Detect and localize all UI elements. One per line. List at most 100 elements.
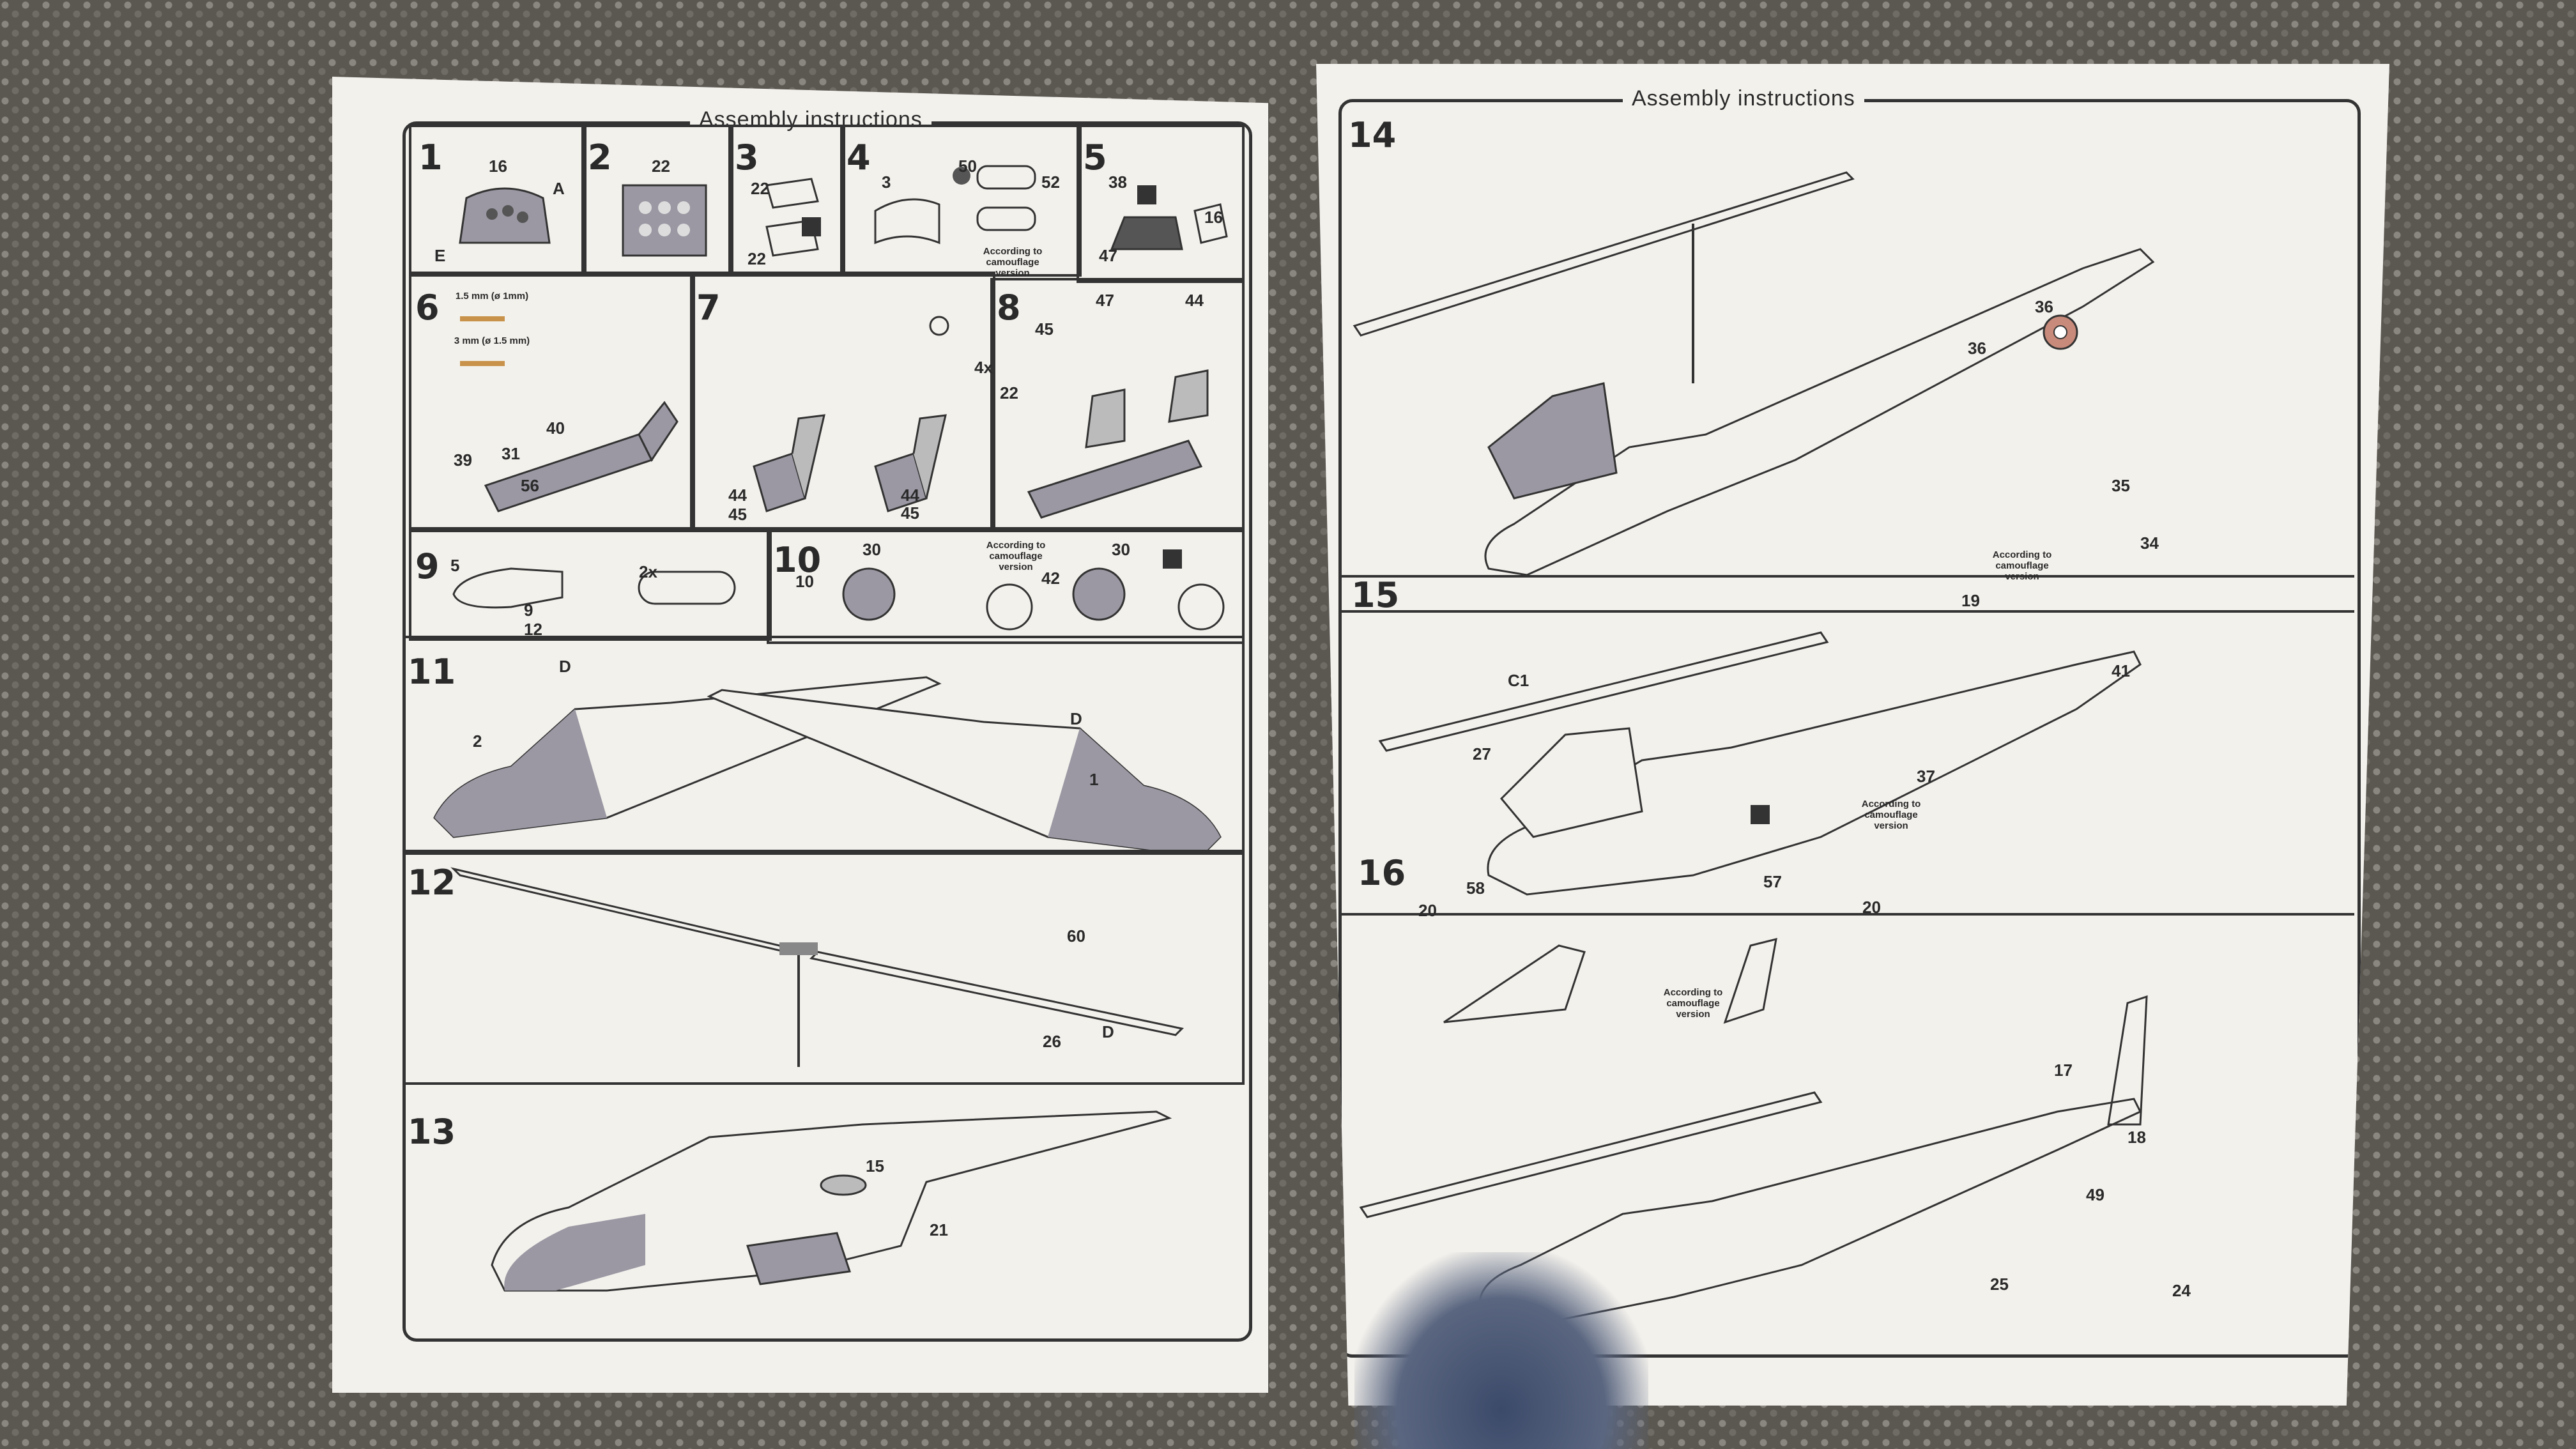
label: 22	[652, 157, 670, 176]
label: 47	[1099, 246, 1117, 265]
label: 47	[1096, 291, 1114, 310]
label: 12	[524, 620, 542, 639]
step14-exhaust-drawing	[2043, 314, 2078, 350]
label: 1	[1089, 770, 1099, 789]
step-number-4: 4	[847, 137, 871, 178]
label: 10	[795, 572, 814, 591]
label: 45	[728, 505, 747, 524]
instruction-sheet-left: Assembly instructions 1 2 3 4 5 6 7 8 9 …	[332, 77, 1268, 1393]
label: 15	[866, 1156, 884, 1176]
label: 44	[1185, 291, 1204, 310]
camouflage-note: According to camouflage version	[983, 246, 1043, 279]
label: 50	[958, 157, 977, 176]
label: 56	[521, 476, 539, 495]
label: 5	[450, 556, 460, 575]
step-number-16: 16	[1358, 853, 1406, 893]
label: 45	[901, 503, 919, 523]
panel-step-3	[728, 125, 845, 277]
header-right: Assembly instructions	[1623, 86, 1864, 111]
label: 16	[489, 157, 507, 176]
label: E	[434, 246, 446, 265]
label: 22	[747, 249, 766, 268]
panel-step-11	[402, 636, 1245, 855]
panel-step-6	[409, 272, 695, 532]
label: 21	[930, 1220, 948, 1239]
step-number-5: 5	[1083, 137, 1107, 178]
label: 3	[882, 172, 891, 192]
label: 39	[454, 450, 472, 470]
label: 22	[751, 179, 769, 198]
label: 36	[1968, 339, 1986, 358]
label: 34	[2140, 533, 2159, 553]
label: 19	[1961, 591, 1980, 610]
step13-fuselage-assembly-drawing	[491, 1110, 1172, 1292]
label: 18	[2128, 1128, 2146, 1147]
label: 20	[1862, 898, 1881, 917]
label: 44	[901, 486, 919, 505]
panel-step-9	[409, 527, 772, 641]
step8-cockpit-tub-drawing	[1027, 369, 1209, 519]
panel-step-4	[840, 125, 1082, 277]
step5-seat-armor-drawing	[1110, 185, 1228, 250]
label: 16	[1204, 208, 1223, 227]
label: 30	[1112, 540, 1130, 559]
label: D	[559, 657, 571, 676]
blue-object-foreground	[1354, 1252, 1648, 1449]
step15-helicopter-drawing	[1378, 631, 2142, 896]
step-number-10: 10	[773, 540, 822, 580]
camouflage-note: According to camouflage version	[1663, 987, 1723, 1020]
label: 60	[1067, 926, 1085, 946]
label: 37	[1917, 767, 1935, 786]
step-number-1: 1	[418, 137, 443, 178]
label: 44	[728, 486, 747, 505]
label: A	[553, 179, 565, 198]
step9-rockets-drawing	[452, 567, 736, 609]
label: 35	[2112, 476, 2130, 495]
rod-size-label-2: 3 mm (ø 1.5 mm)	[454, 335, 530, 346]
step10-gun-turret-drawing	[842, 549, 1225, 631]
label: 42	[1041, 569, 1060, 588]
label: 9	[524, 601, 533, 620]
label: 38	[1108, 172, 1127, 192]
panel-step-8	[990, 278, 1245, 532]
camouflage-note: According to camouflage version	[1861, 799, 1921, 831]
panel-step-10	[767, 527, 1245, 644]
label: 58	[1466, 878, 1485, 898]
step-number-15: 15	[1351, 575, 1400, 615]
panel-step-2	[581, 125, 733, 277]
step2-instrument-panel-drawing	[622, 184, 707, 257]
step-number-11: 11	[408, 652, 456, 692]
label: 49	[2086, 1185, 2104, 1204]
label: 2x	[639, 562, 657, 581]
label: 17	[2054, 1061, 2073, 1080]
label: 27	[1473, 744, 1491, 763]
label: 31	[502, 444, 520, 463]
label: D	[1070, 709, 1082, 728]
camouflage-note: According to camouflage version	[1992, 549, 2052, 582]
label: 45	[1035, 319, 1054, 339]
label: 25	[1990, 1275, 2009, 1294]
step-number-13: 13	[408, 1112, 456, 1152]
step4-intake-drawing	[874, 165, 1036, 245]
label: 22	[1000, 383, 1018, 402]
step14-helicopter-drawing	[1353, 171, 2155, 576]
step-number-7: 7	[696, 288, 721, 328]
panel-step-5	[1077, 125, 1245, 283]
step-number-8: 8	[997, 288, 1021, 328]
step-number-2: 2	[588, 137, 612, 178]
label: 57	[1763, 872, 1782, 891]
label: C1	[1508, 671, 1529, 690]
panel-step-1	[409, 125, 586, 277]
step-number-14: 14	[1348, 115, 1397, 155]
panel-step-12	[402, 850, 1245, 1085]
panel-step-14	[1338, 99, 2354, 613]
label: 2	[473, 732, 482, 751]
step-number-9: 9	[415, 546, 440, 586]
label: 24	[2172, 1281, 2191, 1300]
step7-seats-drawing	[753, 316, 949, 512]
panel-step-15	[1338, 575, 2354, 916]
label: 20	[1418, 901, 1437, 920]
instruction-sheet-right: Assembly instructions 14 15 16 36 36 35 …	[1316, 64, 2389, 1406]
label: 40	[546, 418, 565, 438]
step11-fuselage-halves-drawing	[433, 676, 1222, 850]
